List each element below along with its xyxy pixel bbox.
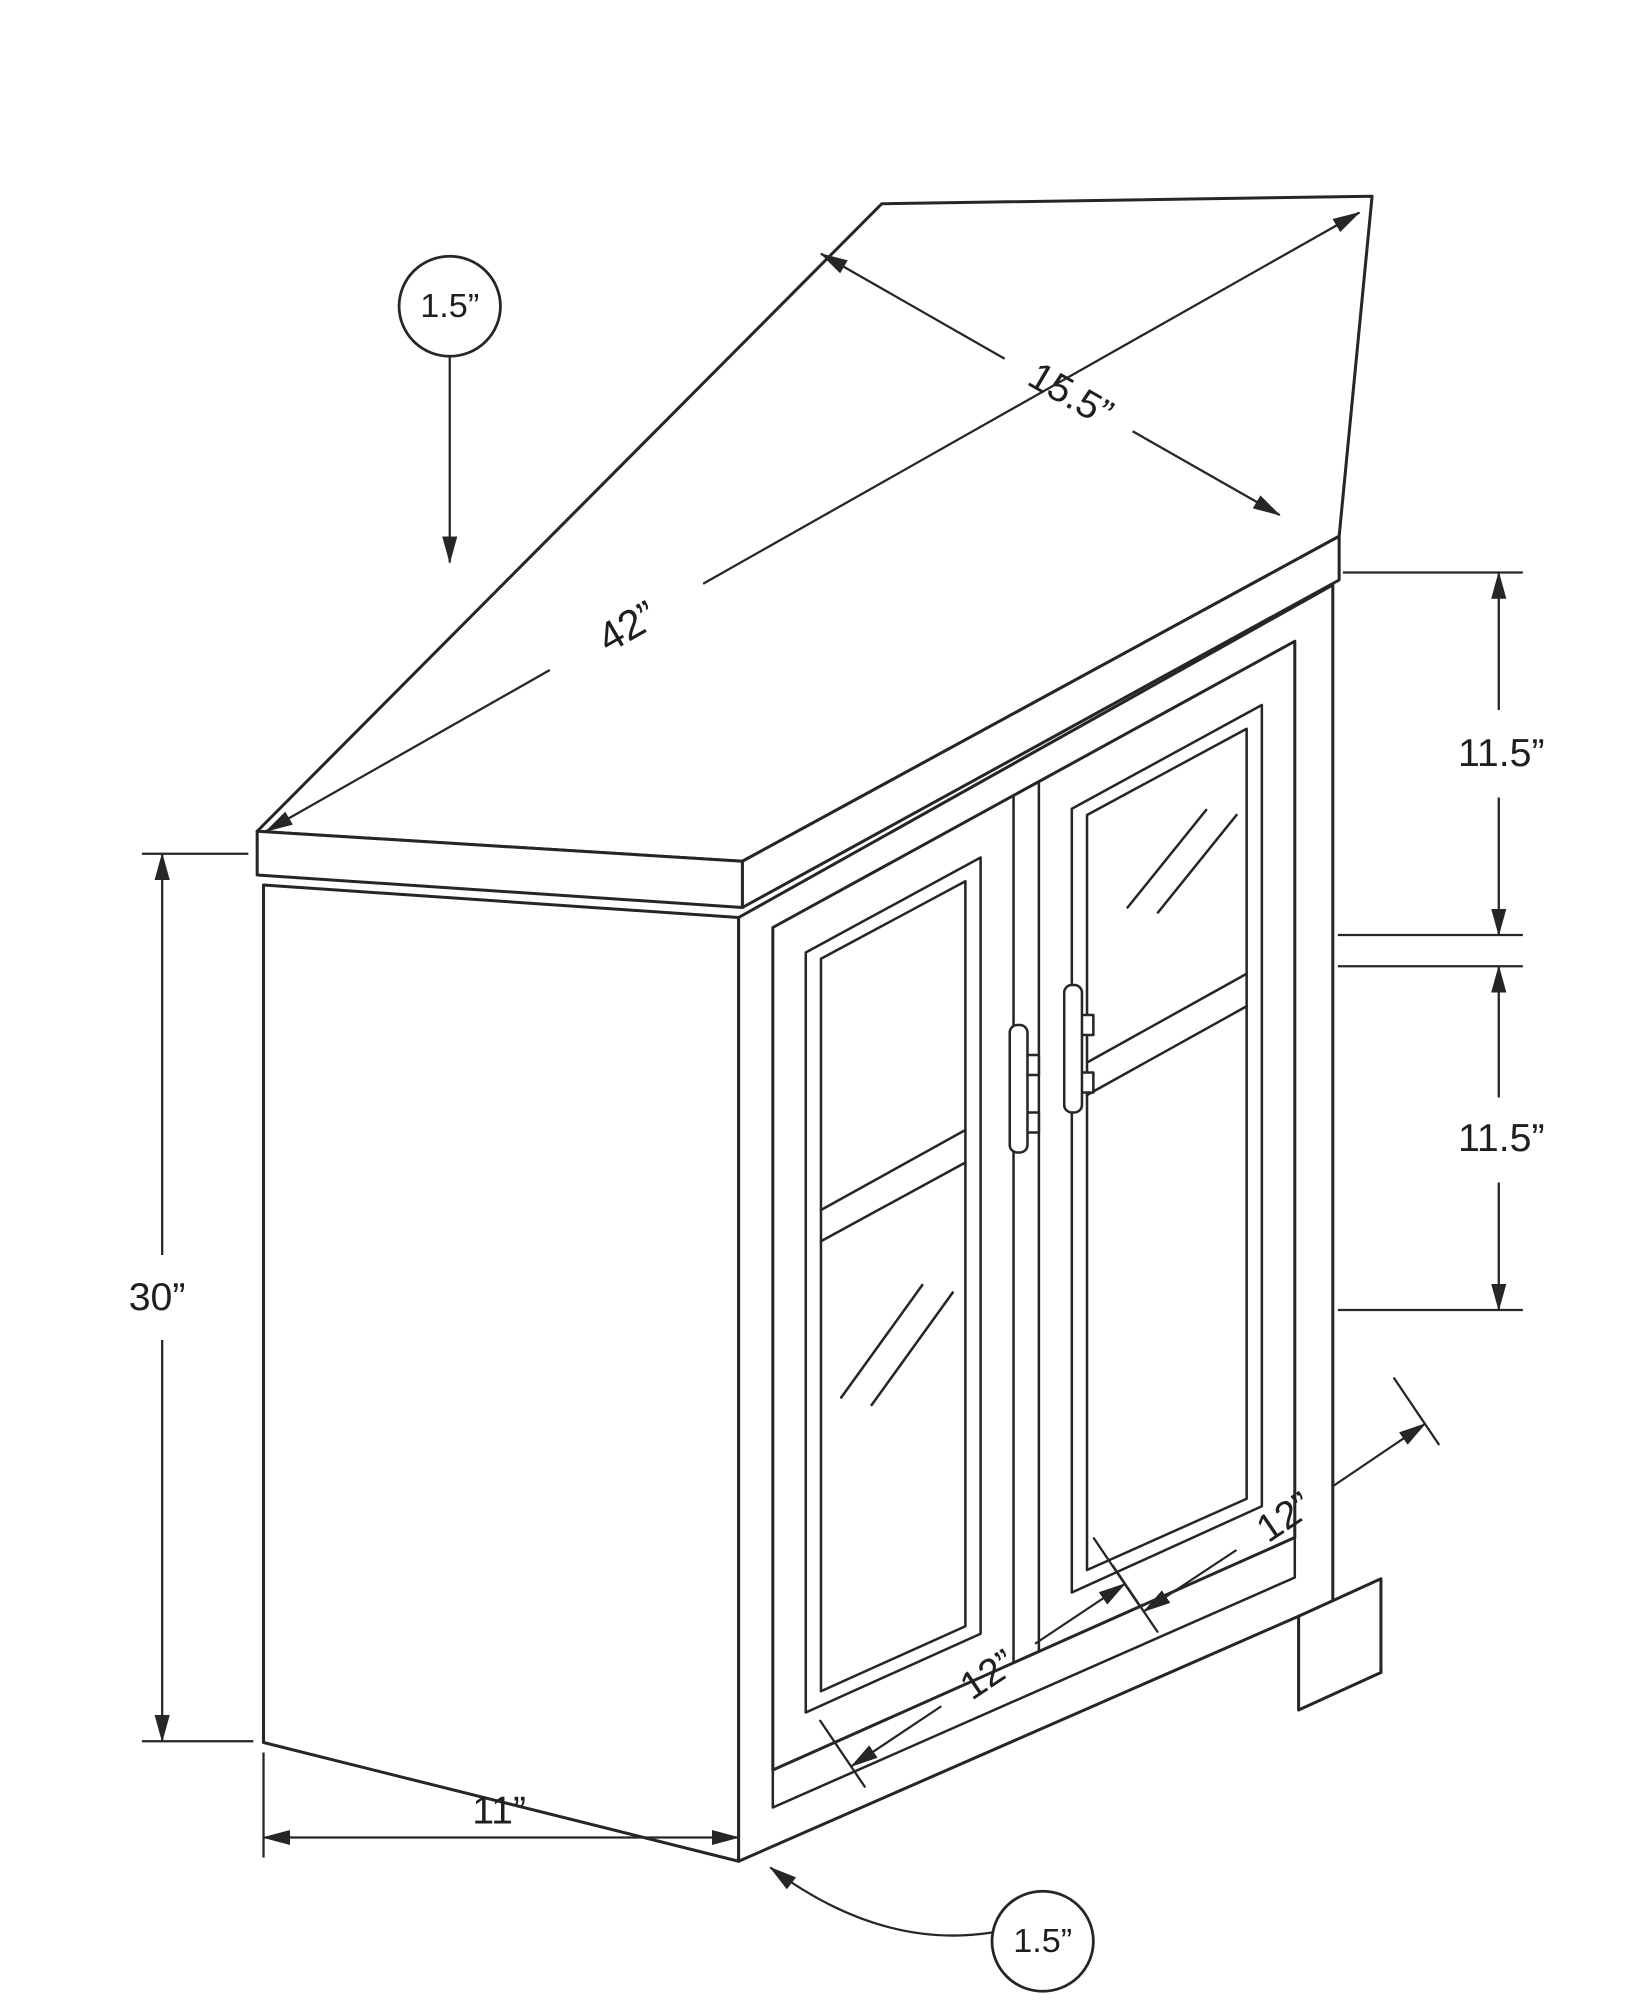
left-door-width-ext-1 [818,1719,867,1789]
base-thickness-bubble [990,1889,1095,1993]
left-door-shelf-lines [819,1128,967,1243]
cabinet-left-side-panel [261,883,741,1863]
plinth-recess-line [771,1536,1297,1809]
right-door-shelf-lines [1085,972,1248,1097]
left-handle-bar [1008,1023,1029,1154]
dim-overall-height: 30” [129,852,254,1743]
top-depth-arrow-upper [819,252,1006,360]
side-depth-label: 11” [472,1790,526,1833]
left-door-width-arrow-right [1034,1582,1127,1645]
dim-upper-opening: 11.5” [1337,571,1545,937]
top-thickness-label: 1.5” [420,287,479,325]
upper-opening-label: 11.5” [1458,732,1545,775]
right-handle-bar [1062,983,1084,1114]
right-door-width-ext-1 [1111,1564,1159,1634]
overall-width-arrow-left [264,669,551,833]
base-thickness-label: 1.5” [1013,1922,1072,1960]
right-door-glass-bevel [1085,727,1248,1572]
right-door-width-ext-2 [1392,1376,1441,1446]
left-door-glass-reflection [839,1283,954,1407]
right-door-width-arrow-left [1142,1549,1238,1613]
lower-opening-label: 11.5” [1458,1117,1545,1160]
left-door-handle [1008,1023,1041,1154]
overall-height-label: 30” [129,1276,186,1319]
left-door-glass-bevel [819,880,967,1693]
right-door-glass-reflection [1126,808,1238,914]
right-door-handle [1062,983,1095,1114]
dim-side-depth: 11” [262,1752,740,1858]
right-door-width-arrow-right [1332,1422,1427,1488]
right-door-inner-frame [1070,703,1264,1594]
dim-lower-opening: 11.5” [1337,965,1545,1312]
overall-width-arrow-right [702,211,1361,585]
dim-top-thickness: 1.5” [397,254,502,564]
cabinet-line-art [255,194,1383,1863]
left-door-inner-frame [804,856,982,1714]
cabinet-right-foot [1297,1577,1383,1712]
top-depth-arrow-lower [1132,430,1281,516]
left-door-width-arrow-left [850,1705,942,1768]
base-thickness-leader [769,1866,993,1937]
dim-base-thickness: 1.5” [769,1866,1095,1993]
